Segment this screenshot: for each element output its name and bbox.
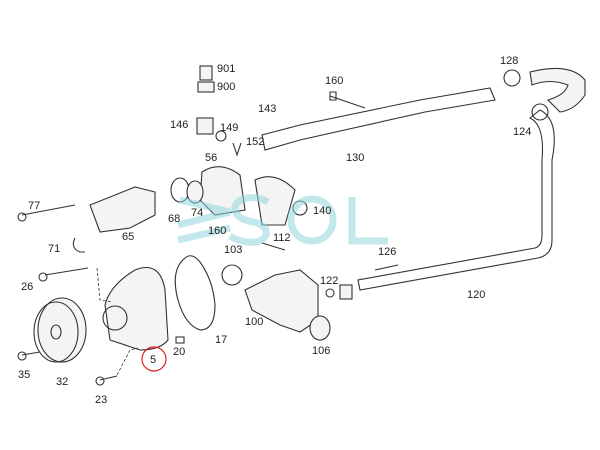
label-160-top: 160 (325, 75, 343, 87)
label-112: 112 (273, 232, 291, 244)
label-106: 106 (312, 345, 330, 357)
seal-100a (221, 264, 243, 286)
bolt-112 (261, 242, 286, 251)
label-23: 23 (95, 394, 107, 406)
bolt-160 (329, 91, 366, 109)
label-130: 130 (346, 152, 364, 164)
bolt-77-head (17, 212, 27, 222)
label-140: 140 (313, 205, 331, 217)
label-122: 122 (320, 275, 338, 287)
bolt-26 (44, 267, 89, 276)
highlight-circle-part-5 (141, 346, 167, 372)
label-149: 149 (220, 122, 238, 134)
bolt-77 (21, 204, 76, 216)
label-120: 120 (467, 289, 485, 301)
label-68: 68 (168, 213, 180, 225)
label-5: 5 (150, 354, 156, 366)
connector-900 (197, 81, 215, 93)
bolt-35 (21, 351, 41, 356)
clip-71 (72, 237, 85, 253)
water-pump (104, 266, 169, 351)
sensor-146 (196, 117, 214, 135)
clip-152 (232, 142, 242, 157)
label-77: 77 (28, 200, 40, 212)
pump-hub (102, 305, 128, 331)
label-56: 56 (205, 152, 217, 164)
pulley-hub (50, 324, 62, 340)
label-126: 126 (378, 246, 396, 258)
bolt-26-head (38, 272, 48, 282)
label-152: 152 (246, 136, 264, 148)
label-901: 901 (217, 63, 235, 75)
label-26: 26 (21, 281, 33, 293)
bolt-35-head (17, 351, 27, 361)
label-100: 100 (245, 316, 263, 328)
seal-149 (215, 130, 227, 142)
label-20: 20 (173, 346, 185, 358)
fitting-122 (339, 284, 353, 300)
pin-20 (175, 336, 185, 344)
seal-106 (309, 315, 331, 341)
label-124: 124 (513, 126, 531, 138)
label-146: 146 (170, 119, 188, 131)
pulley-32 (37, 297, 87, 363)
hose-128 (529, 67, 586, 113)
sensor-901 (199, 65, 213, 81)
clamp-124 (531, 103, 549, 121)
bolt-23-head (95, 376, 105, 386)
label-103: 103 (224, 244, 242, 256)
clamp-128 (503, 69, 521, 87)
label-32: 32 (56, 376, 68, 388)
label-71: 71 (48, 243, 60, 255)
label-35: 35 (18, 369, 30, 381)
coolant-pipe-130 (261, 87, 496, 151)
coolant-pipe-120 (357, 109, 555, 291)
seal-122 (325, 288, 335, 298)
bolt-126 (374, 264, 399, 271)
bolt-23 (99, 375, 118, 381)
label-160: 160 (208, 225, 226, 237)
label-17: 17 (215, 334, 227, 346)
label-128: 128 (500, 55, 518, 67)
pulley-face (33, 301, 79, 363)
label-900: 900 (217, 81, 235, 93)
flange-pipe-end (254, 176, 296, 226)
watermark-logo (177, 194, 388, 246)
label-74: 74 (191, 207, 203, 219)
label-65: 65 (122, 231, 134, 243)
leader-line-26 (96, 267, 113, 303)
pipe-65 (89, 186, 156, 233)
gasket-17 (174, 255, 216, 331)
label-143: 143 (258, 103, 276, 115)
leader-line-23 (116, 347, 139, 376)
